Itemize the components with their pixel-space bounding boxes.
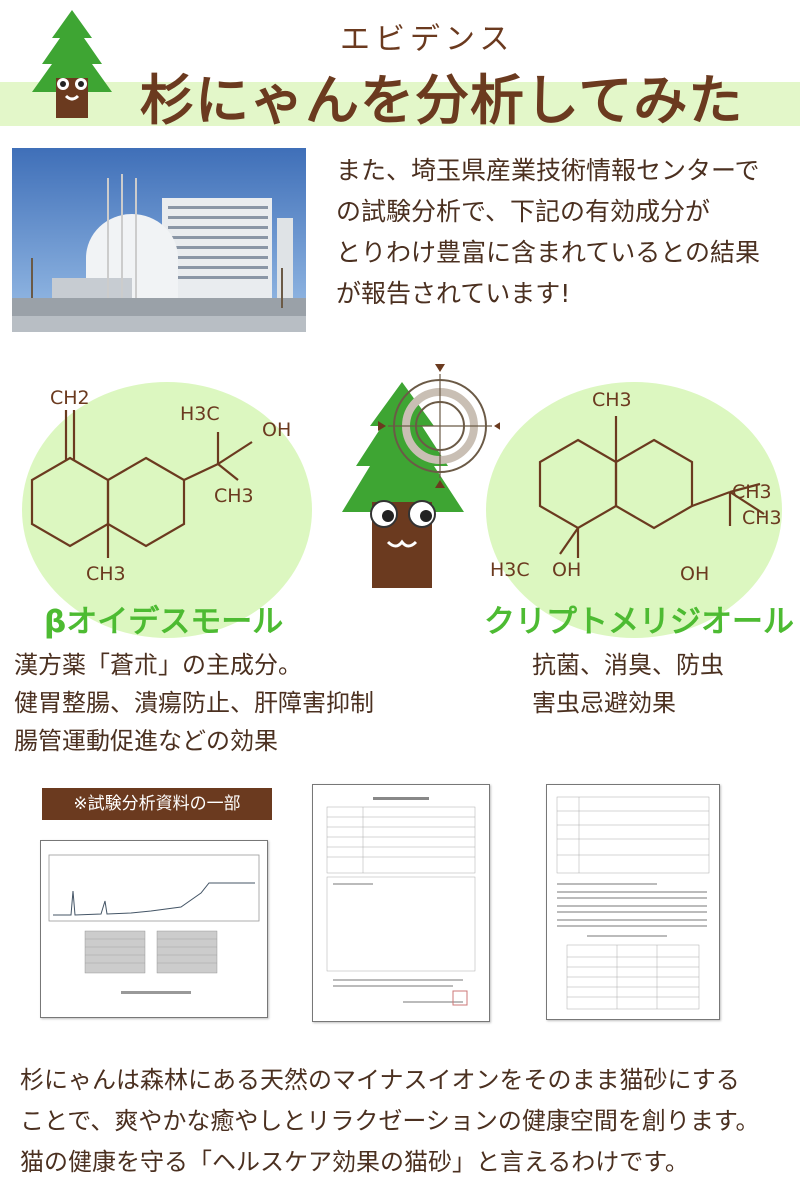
closing-line: 杉にゃんは森林にある天然のマイナスイオンをそのまま猫砂にする — [20, 1066, 740, 1094]
label-ch3-bottom: CH3 — [86, 563, 126, 585]
beta-eudesmol-structure: CH2 H3C OH CH3 CH3 — [30, 387, 291, 585]
effect-line: 害虫忌避効果 — [532, 689, 676, 717]
cryptomeridiol-effects: 抗菌、消臭、防虫 害虫忌避効果 — [532, 646, 724, 722]
closing-text: 杉にゃんは森林にある天然のマイナスイオンをそのまま猫砂にする ことで、爽やかな癒… — [20, 1060, 800, 1183]
sugi-nyan-mascot-icon — [32, 10, 112, 118]
compound-name-cryptomeridiol: クリプトメリジオール — [484, 604, 794, 640]
document-thumbnail-test-report — [312, 784, 490, 1022]
closing-line: ことで、爽やかな癒やしとリラクゼーションの健康空間を創ります。 — [20, 1107, 760, 1135]
label-oh-right: OH — [680, 563, 709, 585]
intro-line: の試験分析で、下記の有効成分が — [336, 197, 711, 226]
intro-line: とりわけ豊富に含まれているとの結果 — [336, 238, 761, 267]
building-photo — [12, 148, 306, 332]
label-ch3-a: CH3 — [732, 481, 772, 503]
effect-line: 腸管運動促進などの効果 — [14, 727, 278, 755]
label-ch3-right: CH3 — [214, 485, 254, 507]
label-ch3-top: CH3 — [592, 389, 632, 411]
label-ch3-b: CH3 — [742, 507, 782, 529]
cryptomeridiol-structure: CH3 CH3 CH3 H3C OH OH — [490, 389, 782, 585]
document-thumbnail-chromatogram — [40, 840, 268, 1018]
intro-line: また、埼玉県産業技術情報センターで — [336, 156, 760, 185]
documents-tag: ※試験分析資料の一部 — [42, 788, 272, 820]
mascot-analysis-icon — [342, 364, 500, 588]
target-icon — [378, 364, 500, 488]
compound-name-beta-eudesmol: βオイデスモール — [44, 604, 284, 640]
effect-line: 健胃整腸、潰瘍防止、肝障害抑制 — [14, 689, 374, 717]
title-ruby: エビデンス — [340, 22, 515, 57]
effect-line: 漢方薬「蒼朮」の主成分。 — [14, 651, 302, 679]
label-h3c: H3C — [490, 559, 530, 581]
beta-eudesmol-effects: 漢方薬「蒼朮」の主成分。 健胃整腸、潰瘍防止、肝障害抑制 腸管運動促進などの効果 — [14, 646, 374, 760]
compound-circle-right — [486, 382, 782, 638]
closing-line: 猫の健康を守る「ヘルスケア効果の猫砂」と言えるわけです。 — [20, 1148, 689, 1176]
label-oh: OH — [262, 419, 291, 441]
label-h3c: H3C — [180, 403, 220, 425]
label-ch2: CH2 — [50, 387, 90, 409]
intro-line: が報告されています! — [336, 279, 571, 308]
header-band — [0, 82, 800, 126]
intro-text: また、埼玉県産業技術情報センターで の試験分析で、下記の有効成分が とりわけ豊富… — [336, 150, 796, 314]
effect-line: 抗菌、消臭、防虫 — [532, 651, 724, 679]
page-title: 杉にゃんを分析してみた — [140, 69, 744, 132]
compound-circle-left — [22, 382, 312, 638]
label-oh-left: OH — [552, 559, 581, 581]
document-thumbnail-analysis-method — [546, 784, 720, 1020]
